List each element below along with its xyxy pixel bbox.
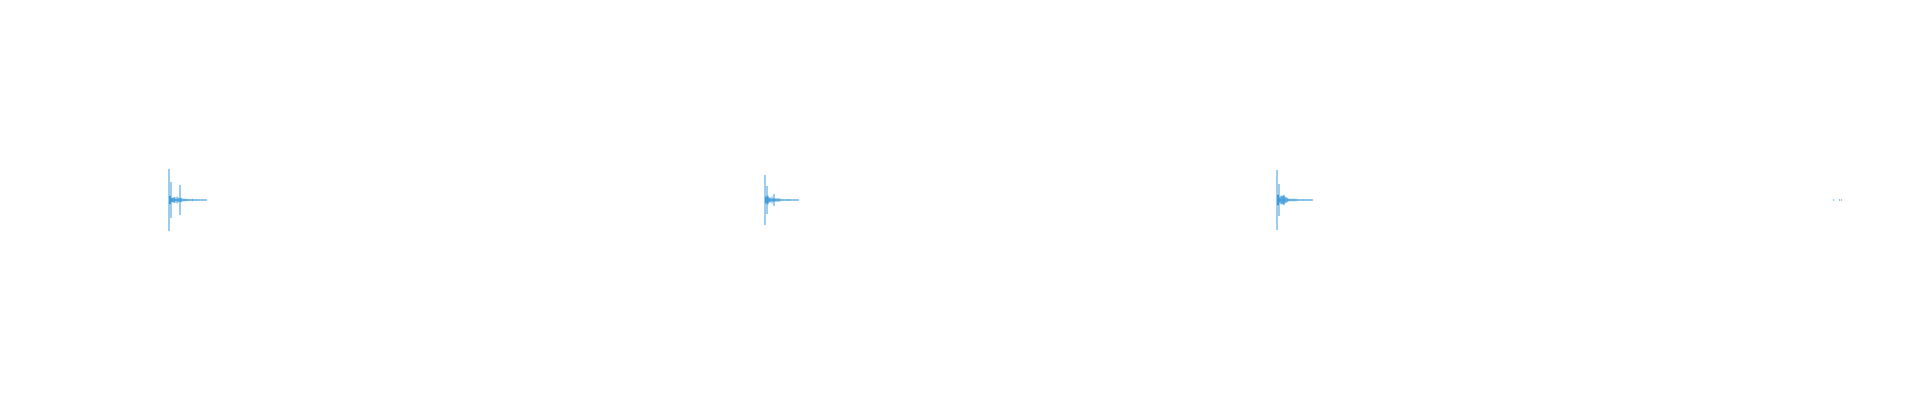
- waveform-transient-3: [1276, 170, 1313, 230]
- waveform-transient-2: [764, 175, 799, 225]
- waveform-transient-1: [168, 169, 207, 231]
- waveform-sample: [1840, 199, 1843, 201]
- waveform-sample: [1832, 199, 1835, 201]
- waveform-sample: [1838, 199, 1841, 201]
- waveform-marks: [168, 169, 1843, 231]
- waveform-transient-4: [1832, 199, 1843, 201]
